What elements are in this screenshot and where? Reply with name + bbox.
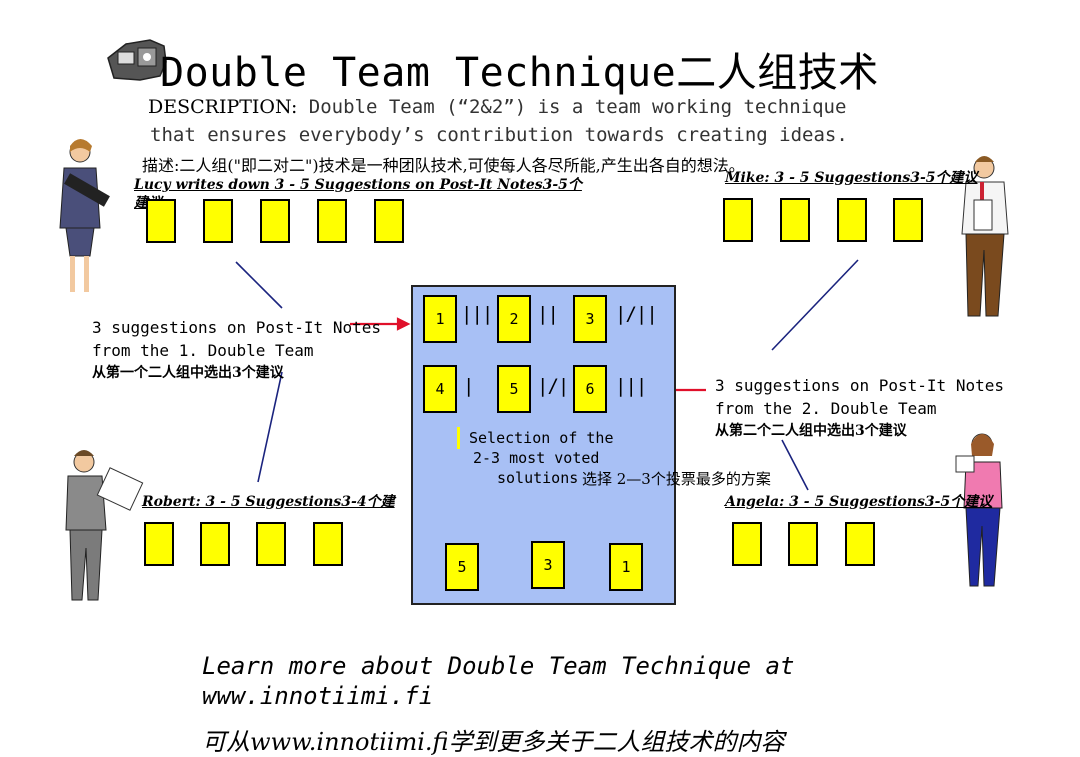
winner-note-3: 1 <box>609 543 643 591</box>
board-note-4: 4 <box>423 365 457 413</box>
tally-marks-6: ||| <box>615 375 646 397</box>
tally-marks-2: || <box>537 303 558 325</box>
footer-line-3-cn: 可从www.innotiimi.fi学到更多关于二人组技术的内容 <box>202 722 785 757</box>
post-it-note <box>260 199 290 243</box>
highlight-marker <box>457 427 460 449</box>
post-it-note <box>788 522 818 566</box>
selection-line-1: Selection of the <box>469 428 614 448</box>
person-lucy-icon <box>60 139 110 292</box>
post-it-note <box>256 522 286 566</box>
selection-text-cn: 选择 2—3个投票最多的方案 <box>582 468 771 489</box>
suggestions-left-line-2: from the 1. Double Team <box>92 339 381 362</box>
board-note-5: 5 <box>497 365 531 413</box>
footer-line-1: Learn more about Double Team Technique a… <box>202 652 794 680</box>
selection-line-2: 2-3 most voted <box>469 448 614 468</box>
post-it-note <box>893 198 923 242</box>
description-label: DESCRIPTION: <box>148 96 297 118</box>
post-it-note <box>374 199 404 243</box>
suggestions-right-line-3-cn: 从第二个二人组中选出3个建议 <box>715 420 1004 443</box>
post-it-note <box>732 522 762 566</box>
post-it-note <box>845 522 875 566</box>
post-it-note <box>203 199 233 243</box>
suggestions-right: 3 suggestions on Post-It Notes from the … <box>715 374 1004 443</box>
post-it-note <box>313 522 343 566</box>
post-it-note <box>146 199 176 243</box>
label-angela: Angela: 3 - 5 Suggestions3-5个建议 <box>725 491 992 511</box>
board-note-3: 3 <box>573 295 607 343</box>
suggestions-right-line-2: from the 2. Double Team <box>715 397 1004 420</box>
winner-note-2: 3 <box>531 541 565 589</box>
tally-marks-3: |/|| <box>615 303 657 325</box>
suggestions-left-line-3-cn: 从第一个二人组中选出3个建议 <box>92 362 381 385</box>
suggestions-left-line-1: 3 suggestions on Post-It Notes <box>92 316 381 339</box>
description-line-1: DESCRIPTION: Double Team (“2&2”) is a te… <box>148 96 846 118</box>
board-note-1: 1 <box>423 295 457 343</box>
post-it-note <box>723 198 753 242</box>
logo-icon <box>108 40 166 80</box>
board-note-6: 6 <box>573 365 607 413</box>
post-it-note <box>317 199 347 243</box>
post-it-note <box>144 522 174 566</box>
winner-note-1: 5 <box>445 543 479 591</box>
label-mike: Mike: 3 - 5 Suggestions3-5个建议 <box>725 167 978 187</box>
post-it-note <box>837 198 867 242</box>
tally-marks-4: | <box>463 375 473 397</box>
suggestions-right-line-1: 3 suggestions on Post-It Notes <box>715 374 1004 397</box>
suggestions-left: 3 suggestions on Post-It Notes from the … <box>92 316 381 385</box>
description-line-2: that ensures everybody’s contribution to… <box>150 124 848 146</box>
post-it-note <box>780 198 810 242</box>
description-text-1: Double Team (“2&2”) is a team working te… <box>297 96 846 118</box>
description-line-3-cn: 描述:二人组("即二对二")技术是一种团队技术,可使每人各尽所能,产生出各自的想… <box>142 152 745 176</box>
person-robert-icon <box>66 450 143 600</box>
footer-link[interactable]: www.innotiimi.fi <box>202 682 433 710</box>
page-title: Double Team Technique二人组技术 <box>160 40 879 98</box>
post-it-note <box>200 522 230 566</box>
label-robert: Robert: 3 - 5 Suggestions3-4个建 <box>142 491 395 511</box>
board-note-2: 2 <box>497 295 531 343</box>
